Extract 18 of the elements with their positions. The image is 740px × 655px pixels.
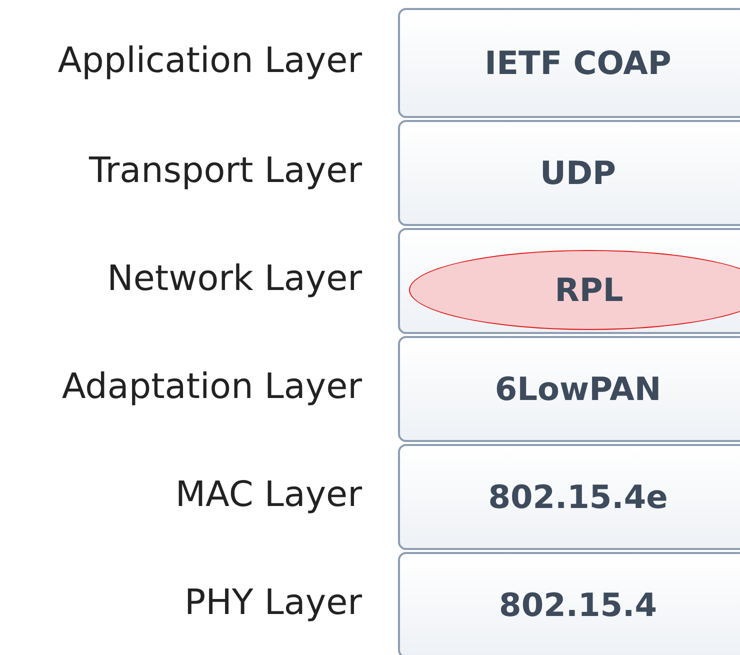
layer-name: Application Layer [58, 41, 362, 81]
protocol-name: IETF COAP [484, 44, 672, 82]
layer-box [398, 444, 740, 550]
layer-box [398, 228, 740, 334]
layer-box [398, 552, 740, 655]
protocol-name: 802.15.4 [499, 586, 657, 624]
protocol-name: 6LowPAN [494, 370, 662, 408]
layer-box [398, 8, 740, 118]
protocol-name: UDP [540, 154, 616, 192]
protocol-name: RPL [554, 271, 624, 309]
protocol-name: 802.15.4e [488, 478, 668, 516]
layer-name: Network Layer [107, 259, 362, 299]
layer-name: Adaptation Layer [62, 367, 362, 407]
layer-name: PHY Layer [184, 583, 362, 623]
layer-name: MAC Layer [175, 475, 362, 515]
layer-box [398, 120, 740, 226]
layer-box [398, 336, 740, 442]
layer-name: Transport Layer [89, 151, 362, 191]
